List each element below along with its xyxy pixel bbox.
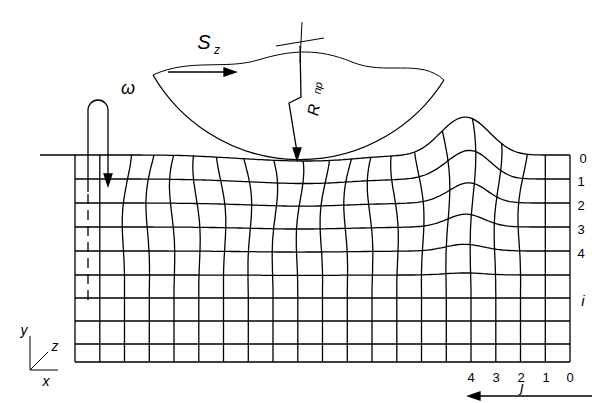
feed-subscript: z	[214, 44, 220, 56]
column-number: 1	[542, 371, 549, 384]
row-number: 2	[577, 199, 584, 212]
mesh-column-line	[272, 160, 277, 362]
axis-label: z	[52, 339, 59, 353]
feed-arrow-line	[168, 71, 226, 72]
mesh-column-line	[296, 161, 304, 362]
mesh-column-line	[391, 156, 399, 362]
axis-label: y	[21, 323, 28, 337]
wheel-break-line	[153, 52, 444, 80]
mesh-column-line	[518, 154, 527, 362]
mesh-row-line	[75, 150, 570, 183]
mesh-column-line	[415, 152, 424, 362]
rotation-arrowhead	[104, 174, 112, 186]
mesh-column-line	[99, 155, 100, 362]
row-number: 1	[577, 175, 584, 188]
mesh-column-line	[344, 159, 352, 362]
feed-arrowhead	[224, 68, 236, 76]
deformation-mesh	[75, 117, 570, 362]
radius-symbol: R	[305, 103, 323, 117]
row-index: i	[581, 293, 584, 308]
row-number: 3	[577, 223, 584, 236]
j-arrow-line	[478, 395, 592, 396]
mesh-column-line	[193, 156, 200, 362]
mesh-column-line	[320, 161, 329, 363]
mesh-column-line	[470, 119, 476, 362]
mesh-row-line	[75, 117, 570, 161]
mesh-column-line	[169, 155, 174, 362]
mesh-column-line	[367, 157, 373, 362]
mesh-column-line	[545, 155, 546, 362]
radius-subscript: пр	[312, 81, 325, 95]
mesh-column-line	[442, 131, 449, 362]
rotation-dashed	[87, 192, 88, 300]
mesh-row-line	[75, 214, 570, 229]
radius-leader	[289, 46, 301, 152]
mesh-column-line	[569, 155, 570, 362]
mesh-column-line	[146, 155, 154, 362]
mesh-column-line	[74, 155, 75, 362]
axes	[30, 336, 58, 370]
grinding-wheel-arc	[153, 75, 444, 160]
mesh-column-line	[217, 157, 226, 362]
mesh-column-line	[494, 144, 502, 362]
feed-symbol: S	[197, 32, 210, 52]
wheel-group	[30, 22, 592, 400]
column-number: 0	[566, 371, 573, 384]
row-number: 4	[577, 247, 584, 260]
mesh-column-line	[122, 155, 131, 362]
axis-label: x	[43, 374, 50, 388]
j-arrowhead	[468, 392, 480, 400]
radius-arrowhead	[293, 148, 301, 160]
column-number: 4	[467, 371, 474, 384]
column-number: 3	[492, 371, 499, 384]
column-index: j	[520, 379, 523, 394]
rotation-symbol: ω	[121, 79, 135, 97]
row-number: 0	[579, 152, 586, 165]
reference-line	[40, 154, 75, 155]
mesh-column-line	[244, 159, 252, 362]
